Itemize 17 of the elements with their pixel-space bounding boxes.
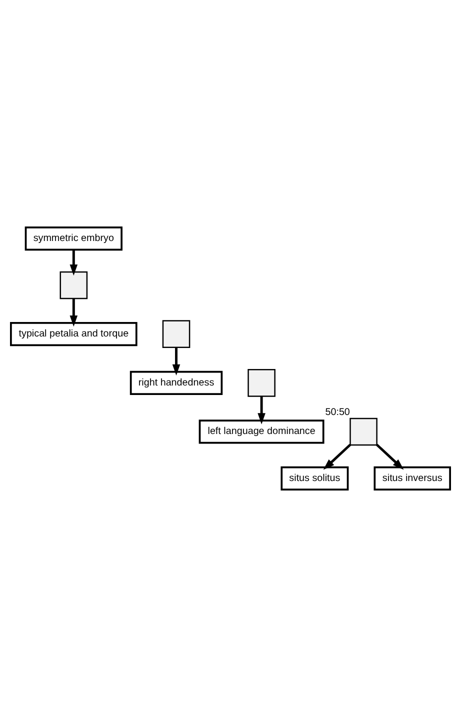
arrow	[258, 396, 266, 424]
arrow	[70, 298, 78, 327]
arrow	[323, 444, 352, 470]
node-box: right handedness	[130, 370, 223, 395]
node-label: 50:50	[325, 407, 350, 418]
arrow	[376, 444, 404, 470]
node-box: situs solitus	[280, 466, 349, 490]
node-box	[350, 418, 378, 446]
node-box: left language dominance	[198, 420, 324, 444]
arrow	[172, 347, 180, 376]
arrow	[70, 250, 78, 276]
node-box: situs inversus	[374, 466, 451, 490]
node-box	[162, 320, 190, 348]
node-box	[60, 271, 88, 300]
node-box: symmetric embryo	[24, 226, 122, 251]
node-box: typical petalia and torque	[10, 322, 138, 346]
node-box	[248, 369, 276, 397]
